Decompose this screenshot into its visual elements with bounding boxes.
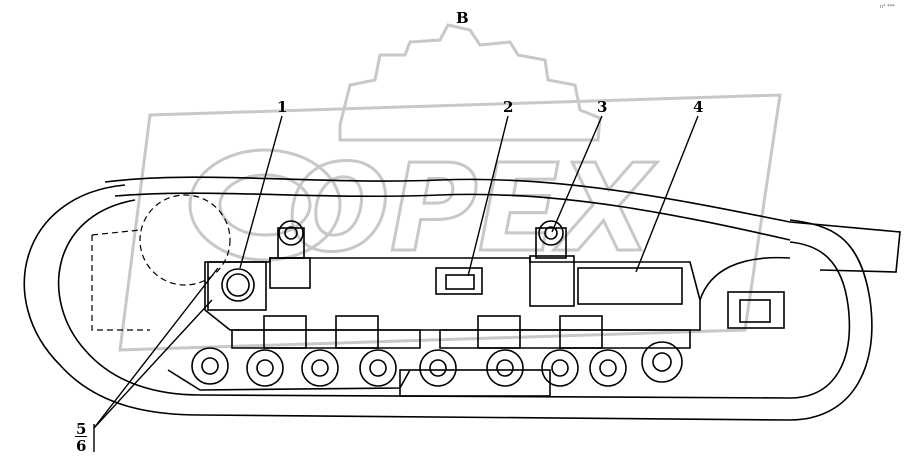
callout-2: 2 [503,98,514,116]
road-wheels [191,341,683,387]
view-label: B [456,9,469,27]
corner-mark: n° *** [880,4,895,10]
callout-5: 5 [76,420,87,438]
callout-4: 4 [693,98,704,116]
leader-lines [93,115,699,452]
callout-3: 3 [597,98,608,116]
watermark-gear [338,23,602,142]
fraction-bar [75,436,87,437]
callout-1: 1 [277,98,288,116]
callout-6: 6 [76,437,87,455]
track-chain [23,176,901,421]
idler-wheel [91,194,231,331]
